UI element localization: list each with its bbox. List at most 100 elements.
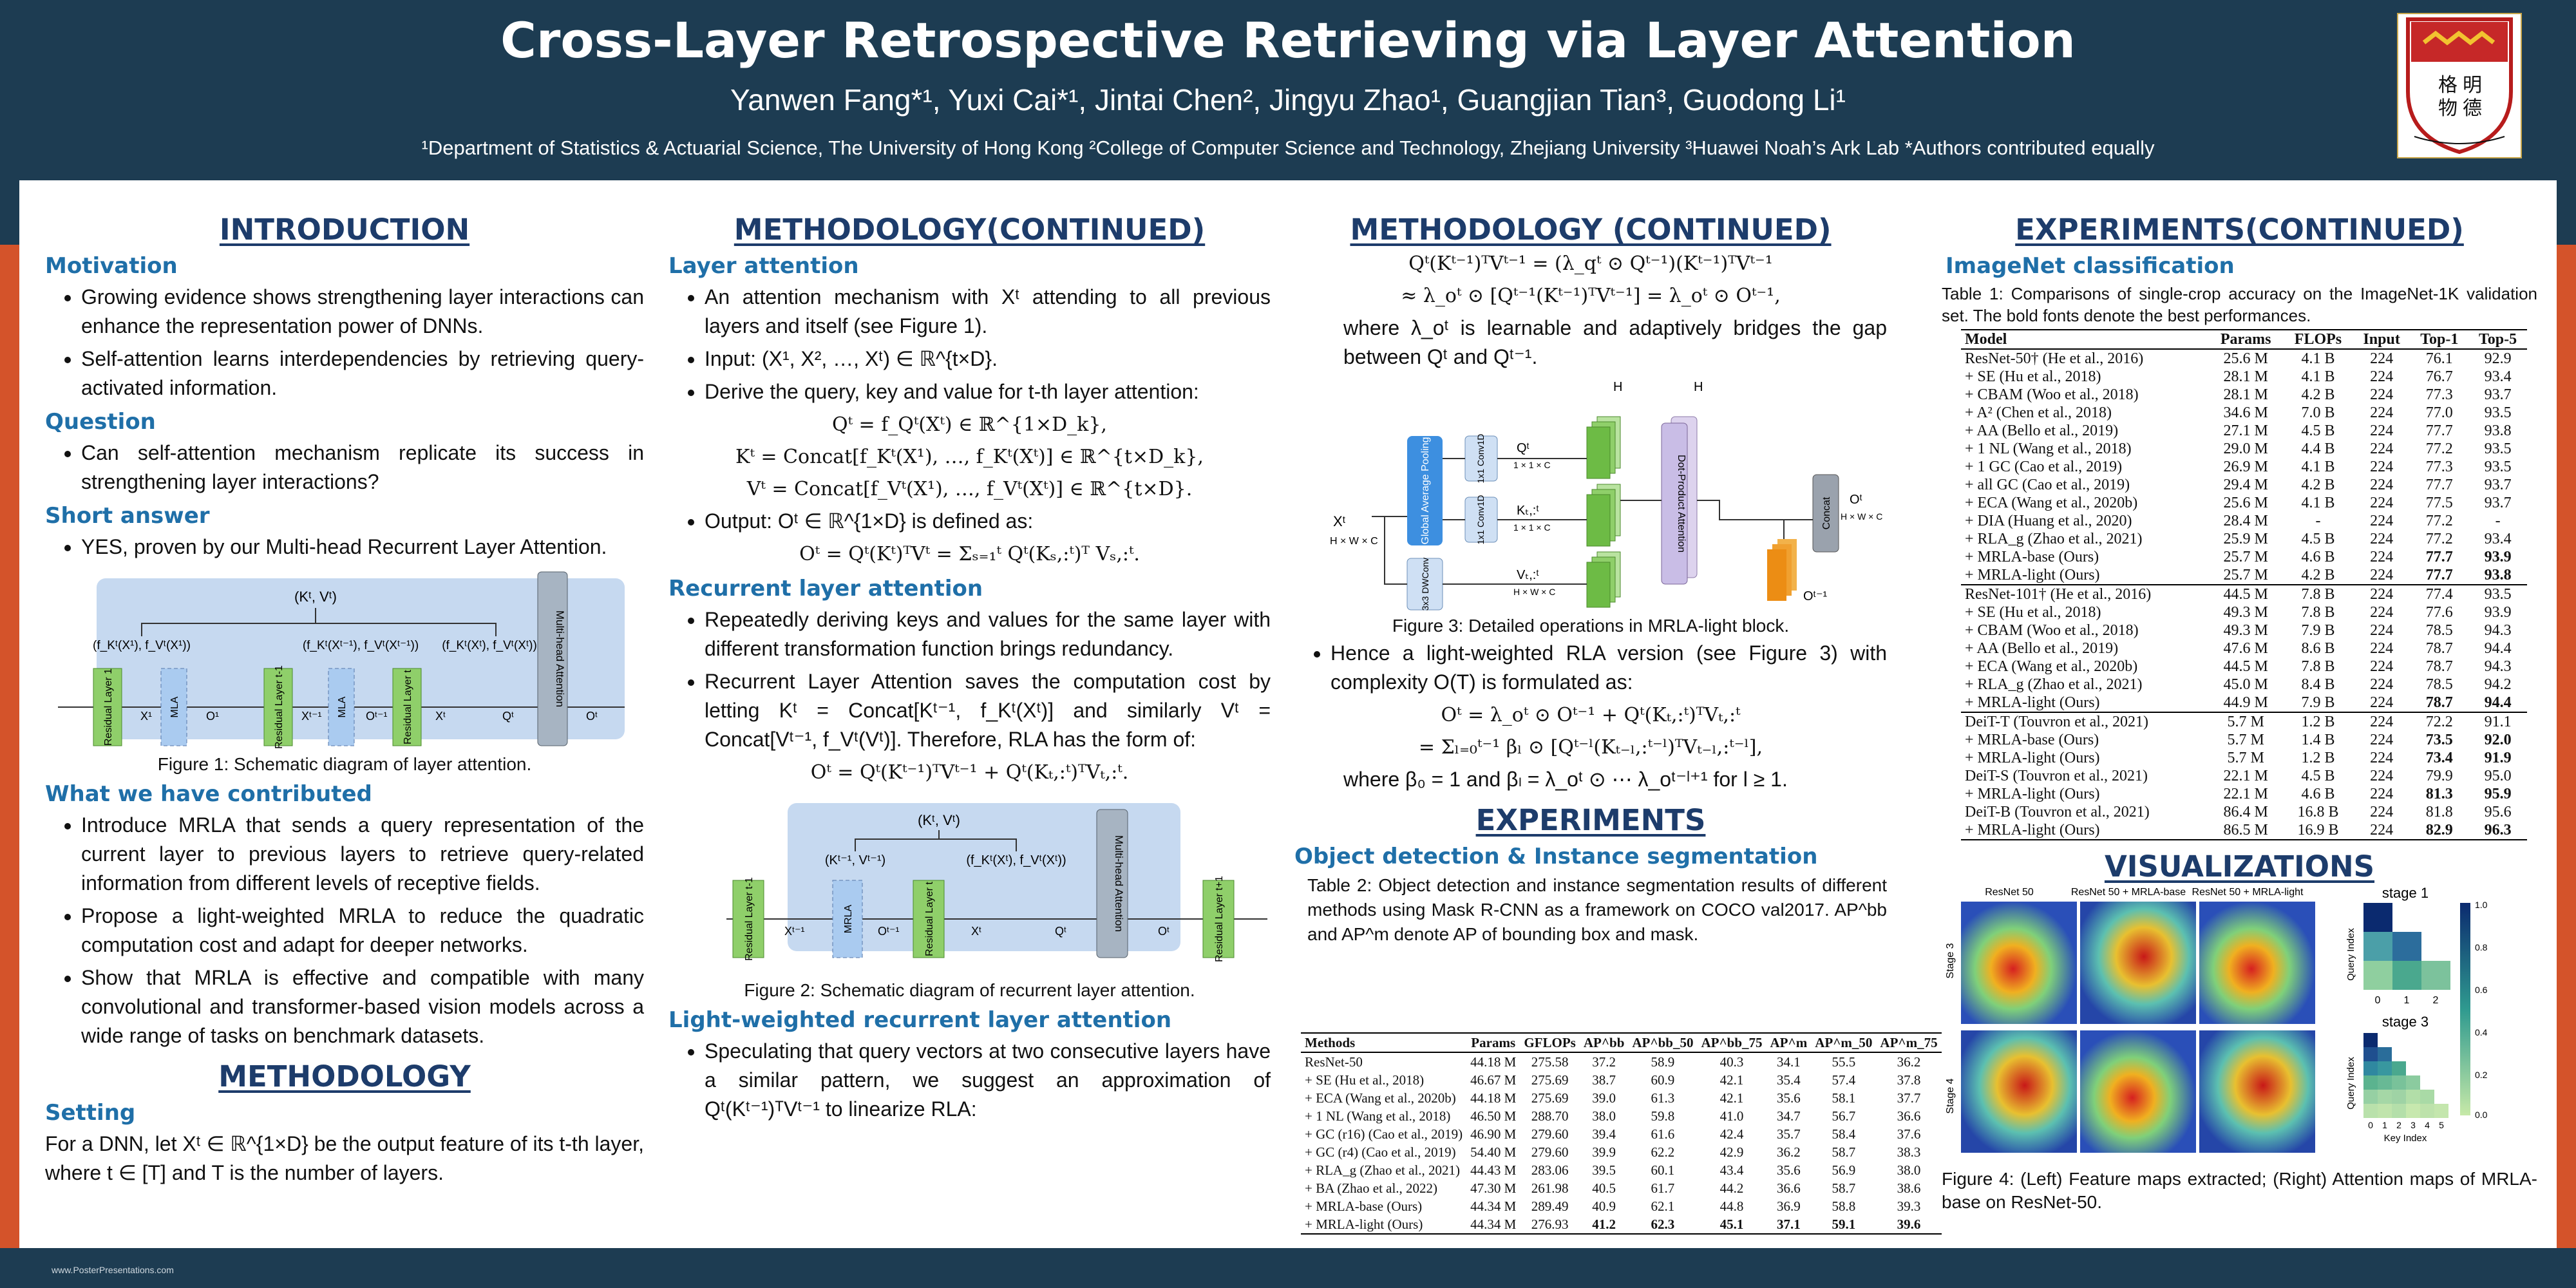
table-cell: 39.0 [1592,1090,1616,1106]
table-cell: 35.6 [1776,1162,1801,1178]
equation-light-1: Oᵗ = λ_oᵗ ⊙ Oᵗ⁻¹ + Qᵗ(Kₜ,:ᵗ)ᵀVₜ,:ᵗ [1441,704,1741,726]
svg-text:4: 4 [2425,1120,2430,1130]
table-cell: 37.2 [1592,1054,1616,1070]
mla-block [328,668,355,746]
table-cell: ResNet-50 [1305,1054,1363,1070]
table-cell: 38.0 [1897,1162,1921,1178]
residual-block [913,880,945,958]
diagram-label: (f_Kᵗ(X¹), f_Vᵗ(X¹)) [93,639,191,652]
imagenet-title: ImageNet classification [1946,253,2235,279]
table-cell: 62.3 [1651,1217,1675,1232]
table-cell: 25.6 M [2223,495,2268,511]
diagram-label: (f_Kᵗ(Xᵗ), f_Vᵗ(Xᵗ)) [966,853,1066,867]
diagram-label: Vₜ,:ᵗ [1517,568,1539,582]
heatmap-stage-3 [2363,1033,2448,1118]
table-cell: 46.90 M [1470,1126,1517,1142]
table-cell: 76.1 [2425,350,2453,367]
figure-3-diagram: Xᵗ H × W × C Global Average Pooling 1x1 … [1330,380,1882,611]
table-cell: 224 [2370,368,2394,385]
table-cell: 49.3 M [2223,622,2268,639]
table-cell: 275.58 [1531,1054,1569,1070]
table-cell: + RLA_g (Zhao et al., 2021) [1965,531,2143,547]
hence-list: Hence a light-weighted RLA version (see … [1294,639,1887,697]
diagram-label: Oᵗ⁻¹ [366,710,387,723]
equation-rla: Oᵗ = Qᵗ(Kᵗ⁻¹)ᵀVᵗ⁻¹ + Qᵗ(Kₜ,:ᵗ)ᵀVₜ,:ᵗ. [810,761,1129,784]
table-cell: 58.1 [1832,1090,1856,1106]
table-cell: 59.8 [1651,1108,1675,1124]
table-cell: 78.7 [2425,640,2453,657]
table-cell: + GC (r16) (Cao et al., 2019) [1305,1126,1463,1142]
residual-block [392,668,422,746]
table-cell: 93.9 [2484,604,2512,621]
diagram-label: H × W × C [1330,536,1378,547]
equation-query: Qᵗ = f_Qᵗ(Xᵗ) ∈ ℝ^{1×D_k}, [832,413,1107,436]
table-cell: 5.7 M [2227,714,2264,730]
heatmap-xlabel: Key Index [2384,1133,2427,1144]
equation-key: Kᵗ = Concat[f_Kᵗ(X¹), …, f_Kᵗ(Xᵗ)] ∈ ℝ^{… [735,446,1204,468]
table-cell: 7.0 B [2301,404,2335,421]
table-cell: 22.1 M [2223,786,2268,802]
column-methodology-3: METHODOLOGY (CONTINUED) Qᵗ(Kᵗ⁻¹)ᵀVᵗ⁻¹ = … [1294,213,1887,947]
column-experiments: EXPERIMENTS(CONTINUED) ImageNet classifi… [1942,213,2537,1217]
table-cell: 39.5 [1592,1162,1616,1178]
table-cell: 44.5 M [2223,586,2268,603]
svg-text:1: 1 [2382,1120,2387,1130]
table-cell: 77.5 [2425,495,2453,511]
table-cell: 58.8 [1832,1198,1856,1214]
table-cell: 275.69 [1531,1090,1569,1106]
table-cell: 38.3 [1897,1144,1921,1160]
table-cell: ResNet-50† (He et al., 2016) [1965,350,2144,367]
table-cell: 37.8 [1897,1072,1921,1088]
table-cell: 8.4 B [2301,676,2335,693]
diagram-label: Dot-Product Attention [1676,455,1687,553]
table-cell: 57.4 [1832,1072,1856,1088]
table-cell: 279.60 [1531,1126,1569,1142]
svg-text:物: 物 [2438,98,2458,119]
table-cell: 95.0 [2484,768,2512,784]
diagram-label: Residual Layer t [924,882,935,956]
table-cell: 77.7 [2425,549,2453,565]
table-cell: 58.7 [1832,1144,1856,1160]
table-cell: 37.7 [1897,1090,1921,1106]
light-weighted-title: Light-weighted recurrent layer attention [668,1007,1172,1033]
right-accent-strip [2557,245,2576,1248]
table-cell: 60.1 [1651,1162,1675,1178]
table-cell: 224 [2370,694,2394,711]
list-item: Propose a light-weighted MRLA to reduce … [81,902,644,960]
feature-map [2080,1030,2196,1153]
contrib-title: What we have contributed [45,781,372,807]
table-cell: 279.60 [1531,1144,1569,1160]
footer-link[interactable]: www.PosterPresentations.com [52,1265,174,1275]
table-cell: 36.6 [1776,1180,1801,1196]
diagram-label: Residual Layer t+1 [1214,876,1225,962]
table-cell: 93.4 [2484,531,2512,547]
table-cell: 93.7 [2484,386,2512,403]
table-row: + GC (r16) (Cao et al., 2019) 46.90 M 279.… [1301,1125,1942,1143]
table-cell: + MRLA-light (Ours) [1965,567,2100,583]
table-cell: 42.1 [1719,1090,1744,1106]
table-cell: 29.4 M [2223,477,2268,493]
figure-4: ResNet 50 ResNet 50 + MRLA-base ResNet 5… [1945,885,2488,1153]
table-cell: + 1 NL (Wang et al., 2018) [1965,440,2132,457]
table-cell: 35.4 [1776,1072,1801,1088]
table-cell: 77.2 [2425,513,2453,529]
table-cell: 224 [2370,495,2394,511]
table-cell: 93.5 [2484,459,2512,475]
table-cell: + all GC (Cao et al., 2019) [1965,477,2130,493]
table-cell: 224 [2370,786,2394,802]
list-item: Show that MRLA is effective and compatib… [81,963,644,1050]
diagram-label: 1 × 1 × C [1513,460,1551,470]
table-cell: + BA (Zhao et al., 2022) [1305,1180,1438,1196]
light-weighted-list: Speculating that query vectors at two co… [668,1037,1271,1124]
table-cell: 276.93 [1531,1217,1569,1232]
table-cell: 81.8 [2425,804,2453,820]
table-cell: 77.7 [2425,422,2453,439]
table-header: Model [1965,331,2007,348]
